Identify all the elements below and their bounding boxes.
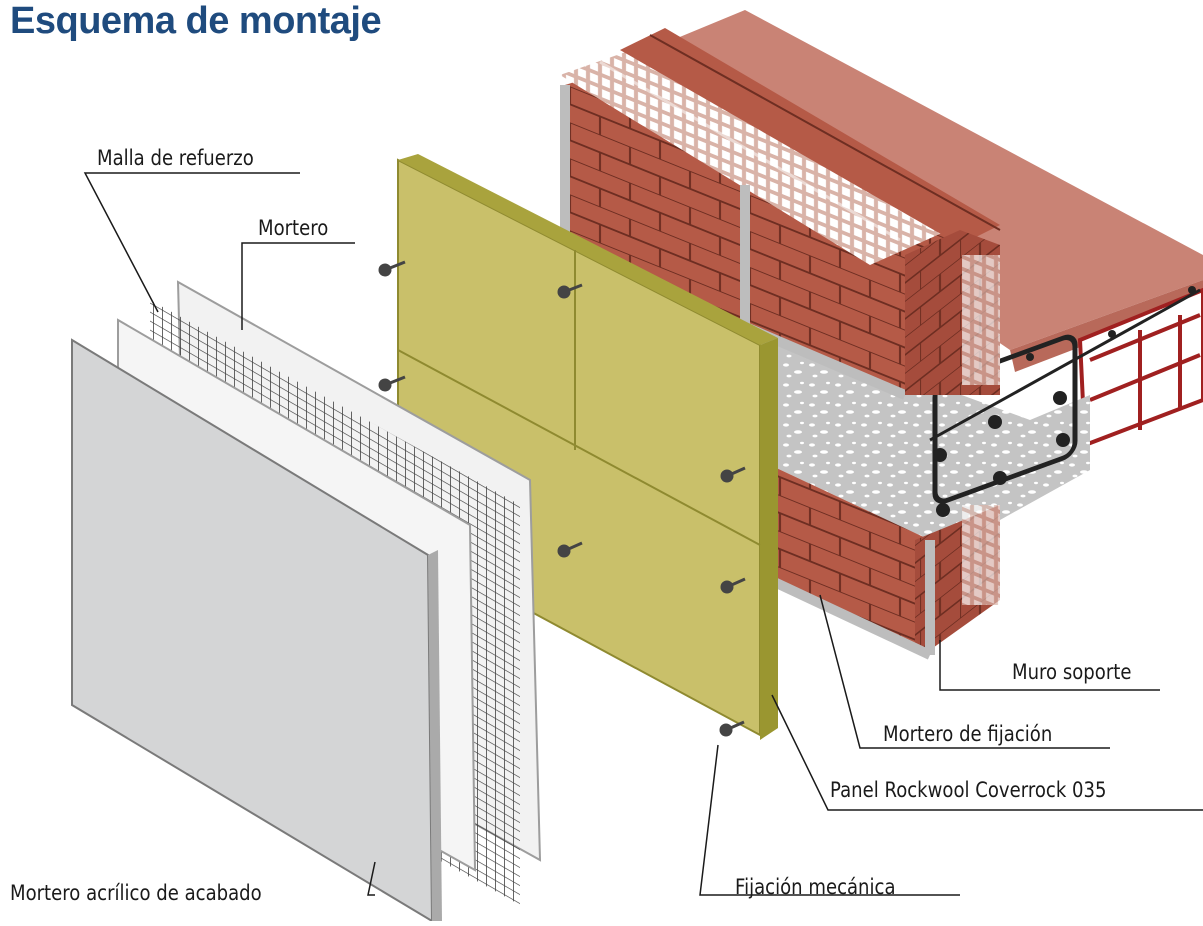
insulation-panel-top: [398, 154, 778, 345]
label-reinforcement-mesh: Malla de refuerzo: [97, 146, 254, 170]
label-rockwool-panel: Panel Rockwool Coverrock 035: [830, 778, 1107, 802]
mechanical-anchors: [378, 260, 746, 737]
insulation-joints: [397, 250, 761, 546]
label-acrylic-finish-mortar: Mortero acrílico de acabado: [10, 881, 262, 905]
upper-brick-wall: [565, 55, 960, 395]
lower-brick-wall: [770, 465, 930, 650]
floor-slab-edge: [1010, 280, 1203, 372]
label-fixing-mortar: Mortero de fijación: [883, 722, 1053, 746]
label-mechanical-fixing: Fijación mecánica: [735, 875, 896, 899]
label-support-wall: Muro soporte: [1012, 660, 1132, 684]
page-title: Esquema de montaje: [10, 0, 382, 42]
mortar-edge-lower: [767, 540, 935, 660]
leader-lines: [83, 172, 1203, 896]
label-mortar: Mortero: [258, 216, 329, 240]
insulation-panel-side: [760, 338, 778, 740]
